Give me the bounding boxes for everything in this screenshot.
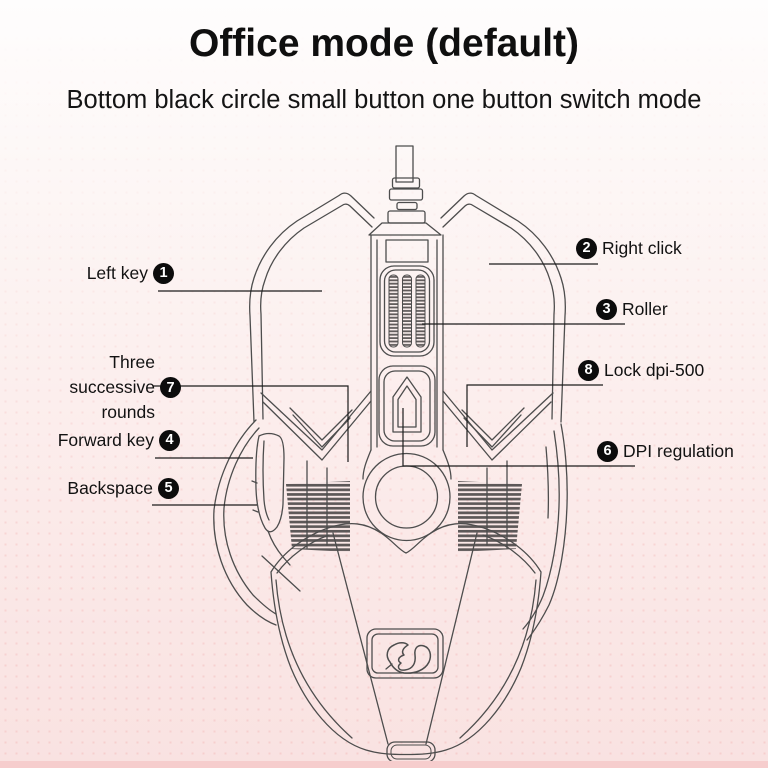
page-subtitle: Bottom black circle small button one but… [66,86,702,114]
callout-three-rounds: Three successive rounds 7 [21,350,181,425]
up-arrow-icon [392,376,422,433]
callout-forward-key-text: Forward key [57,430,154,450]
badge-8: 8 [578,359,599,381]
brand-logo [366,628,444,679]
palm-rest [270,523,542,756]
callout-three-rounds-text: Three successive rounds [69,352,155,422]
badge-7: 7 [160,377,181,398]
mouse-line-art [213,145,568,763]
callout-roller: 3 Roller [596,297,668,321]
badge-2: 2 [576,237,597,259]
cable [395,145,414,183]
callout-left-key-text: Left key [86,263,148,283]
badge-6: 6 [597,440,618,462]
dragon-logo-icon [386,642,432,674]
right-wing [526,423,568,641]
right-button [440,192,567,423]
callout-backspace-text: Backspace [67,478,153,498]
left-button [248,192,375,423]
callout-right-click-text: Right click [602,238,682,258]
dpi-button [378,365,436,447]
side-buttons [255,432,285,533]
scroll-wheel [379,265,435,357]
callout-dpi-regulation-text: DPI regulation [623,441,734,461]
badge-1: 1 [153,262,174,284]
callout-lock-dpi: 8 Lock dpi-500 [578,358,704,382]
callout-roller-text: Roller [622,299,668,319]
grip-texture [286,481,522,552]
callout-dpi-regulation: 6 DPI regulation [597,439,734,463]
page-title: Office mode (default) [188,22,580,65]
badge-4: 4 [159,429,180,451]
leader-lines [152,263,635,506]
callout-backspace: Backspace 5 [67,476,179,500]
left-wing [213,419,277,626]
callout-right-click: 2 Right click [576,236,682,260]
callout-left-key: Left key 1 [87,261,174,285]
badge-3: 3 [596,298,617,320]
callout-forward-key: Forward key 4 [58,428,180,452]
callout-lock-dpi-text: Lock dpi-500 [604,360,705,380]
mode-circle [362,452,451,542]
bottom-accent-strip [0,761,768,768]
badge-5: 5 [158,477,179,499]
